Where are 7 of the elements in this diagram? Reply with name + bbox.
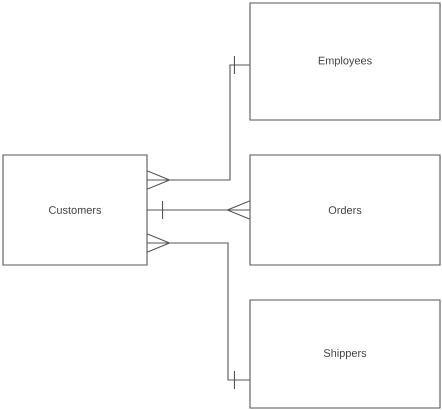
relationship-line	[147, 56, 250, 190]
relationship-line	[147, 234, 250, 389]
entity-box: Customers	[2, 154, 148, 266]
entity-box: Orders	[249, 154, 441, 266]
entity-box: Shippers	[249, 299, 441, 409]
entity-box: Employees	[249, 2, 441, 121]
relationship-line	[148, 200, 250, 220]
